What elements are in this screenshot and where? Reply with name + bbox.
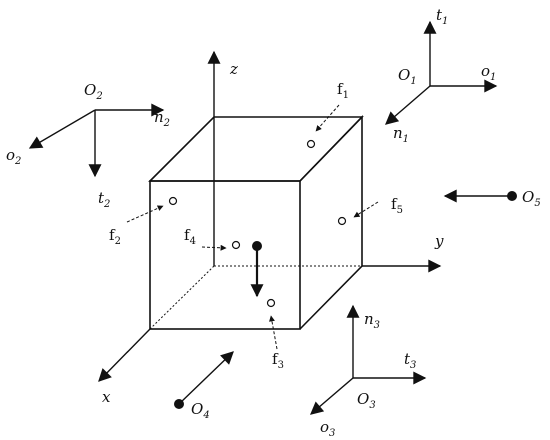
leader-f3 [269, 315, 278, 350]
frame-1 [385, 20, 498, 125]
face-point-f5 [337, 216, 347, 226]
frame-3-n-label: n3 [364, 310, 380, 331]
frame-5-origin-label: O5 [522, 188, 541, 209]
frame-2-n-label: n2 [154, 108, 170, 129]
frame-4-arrow [178, 351, 234, 405]
face-label-f2: f2 [109, 226, 121, 247]
frame-1-n-label: n1 [393, 124, 409, 145]
frame-2-o-arrow [28, 109, 96, 149]
y-axis-label: y [434, 232, 444, 250]
frame-1-t-label: t1 [436, 6, 448, 27]
frame-3-origin-label: O3 [357, 390, 376, 411]
frame-3-o-label: o3 [320, 418, 335, 439]
face-leaders [126, 104, 379, 350]
frame-1-n-arrow [385, 85, 431, 125]
cube-right-face [299, 115, 363, 330]
frame-2-t-label: t2 [98, 189, 110, 210]
face-label-f3: f3 [272, 350, 284, 371]
frame-2 [28, 103, 165, 178]
face-point-f1 [306, 139, 316, 149]
frame-1-o-label: o1 [481, 62, 496, 83]
leader-f4 [201, 244, 227, 251]
face-label-f1: f1 [337, 80, 349, 101]
z-axis-label: z [229, 60, 238, 78]
frame-2-origin-label: O2 [84, 81, 103, 102]
leader-f5 [353, 201, 379, 218]
face-point-f3 [266, 298, 276, 308]
frame-3-t-label: t3 [404, 350, 416, 371]
face-label-f5: f5 [391, 195, 403, 216]
frame-3 [310, 304, 427, 415]
frame-2-o-label: o2 [6, 146, 21, 167]
cube [148, 115, 364, 330]
face-points [168, 139, 347, 308]
face-label-f4: f4 [184, 226, 196, 247]
leader-f1 [315, 104, 340, 132]
x-axis [98, 328, 151, 382]
frame-4-origin-label: O4 [191, 400, 210, 421]
face-point-f2 [168, 196, 178, 206]
x-axis-label: x [102, 388, 111, 406]
frame-1-origin-label: O1 [398, 66, 417, 87]
frame-3-o-arrow [310, 377, 354, 415]
leader-f2 [126, 205, 164, 223]
world-axes [98, 50, 442, 382]
face-point-f4 [231, 240, 241, 250]
